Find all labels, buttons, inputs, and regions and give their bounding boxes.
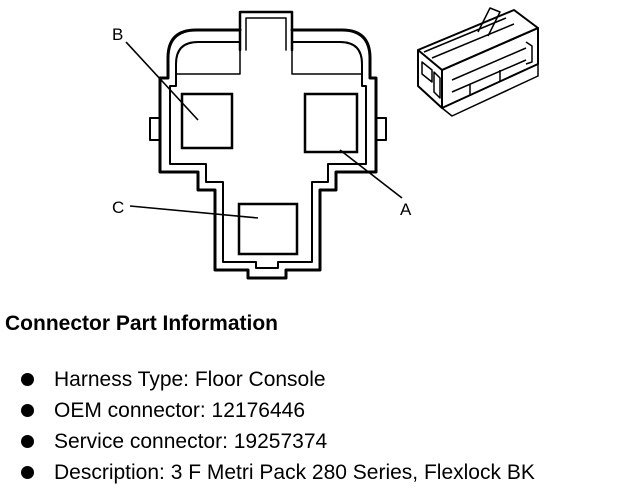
connector-top-tab-inner (245, 17, 287, 51)
callout-label-c: C (112, 198, 124, 217)
callout-label-a: A (400, 200, 412, 219)
leader-line-b (125, 41, 199, 121)
bullet-icon (21, 466, 34, 479)
iso-front-face (417, 50, 443, 109)
iso-side-face (441, 27, 539, 109)
connector-inner-outline (169, 41, 367, 269)
bullet-icon (21, 435, 34, 448)
leader-line-c (129, 205, 259, 219)
info-text-service-connector: Service connector: 19257374 (54, 430, 328, 453)
iso-top-face (417, 9, 539, 71)
connector-upper-shoulder-right (291, 41, 363, 75)
iso-front-cavities (421, 61, 441, 99)
cavity-c (237, 202, 299, 256)
info-text-oem-connector: OEM connector: 12176446 (54, 399, 305, 422)
connector-side-ear-right (375, 117, 387, 141)
connector-outer-outline (158, 28, 378, 280)
callout-label-b: B (112, 25, 123, 44)
cavity-a (303, 92, 359, 154)
connector-upper-shoulder-left (175, 41, 241, 75)
leader-line-a (339, 149, 403, 199)
leader-lines (125, 41, 403, 219)
connector-diagram: B A C (112, 7, 539, 280)
bullet-icon (21, 404, 34, 417)
cavity-b (180, 92, 234, 150)
info-text-description: Description: 3 F Metri Pack 280 Series, … (54, 461, 535, 484)
connector-face (149, 10, 387, 280)
info-text-harness-type: Harness Type: Floor Console (54, 368, 326, 391)
iso-top-ribs (423, 7, 515, 59)
connector-isometric-view (417, 7, 539, 117)
bullet-icon (21, 373, 34, 386)
iso-side-latch (451, 41, 533, 96)
iso-bottom-step (441, 64, 539, 117)
section-title: Connector Part Information (5, 312, 279, 335)
connector-side-ear-left (149, 117, 161, 141)
